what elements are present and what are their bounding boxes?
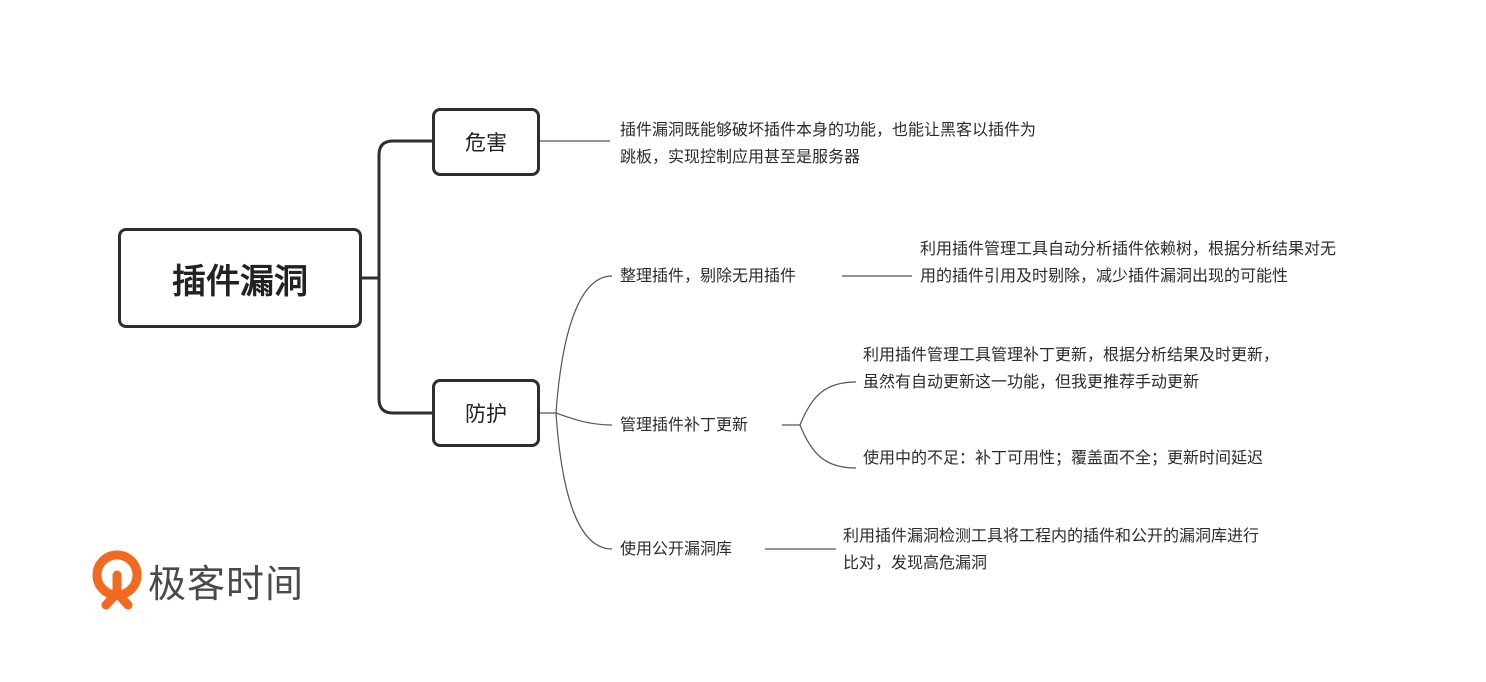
harm-description: 插件漏洞既能够破坏插件本身的功能，也能让黑客以插件为跳板，实现控制应用甚至是服务…: [620, 120, 1037, 166]
protect-node-label: 防护: [465, 402, 507, 426]
protect-to-sort-curve: [540, 275, 613, 414]
geektime-logo: 极客时间: [92, 548, 304, 612]
geektime-logo-icon: [92, 550, 142, 610]
trunk-to-harm-line: [377, 139, 432, 278]
root-node: 插件漏洞: [118, 228, 362, 328]
protect-to-db-curve: [555, 412, 613, 550]
patch-update-description: 利用插件管理工具管理补丁更新，根据分析结果及时更新，虽然有自动更新这一功能，但我…: [863, 345, 1280, 391]
sort-plugins-description: 利用插件管理工具自动分析插件依赖树，根据分析结果对无用的插件引用及时剔除，减少插…: [920, 239, 1337, 285]
protect-node: 防护: [432, 379, 540, 447]
patch-update-shortcomings: 使用中的不足：补丁可用性；覆盖面不全；更新时间延迟: [863, 448, 1264, 467]
public-vuln-db-label: 使用公开漏洞库: [620, 539, 733, 558]
patch-to-detail1-curve: [799, 381, 857, 426]
patch-to-detail2-curve: [799, 424, 857, 469]
harm-node: 危害: [432, 108, 540, 176]
protect-to-patch-line: [555, 412, 613, 426]
trunk-to-protect-line: [377, 278, 432, 415]
patch-update-label: 管理插件补丁更新: [620, 415, 749, 434]
geektime-logo-text: 极客时间: [148, 561, 305, 606]
harm-node-label: 危害: [465, 131, 507, 155]
sort-plugins-label: 整理插件，剔除无用插件: [620, 266, 797, 285]
public-vuln-db-description: 利用插件漏洞检测工具将工程内的插件和公开的漏洞库进行比对，发现高危漏洞: [843, 526, 1260, 572]
root-node-label: 插件漏洞: [172, 261, 308, 302]
